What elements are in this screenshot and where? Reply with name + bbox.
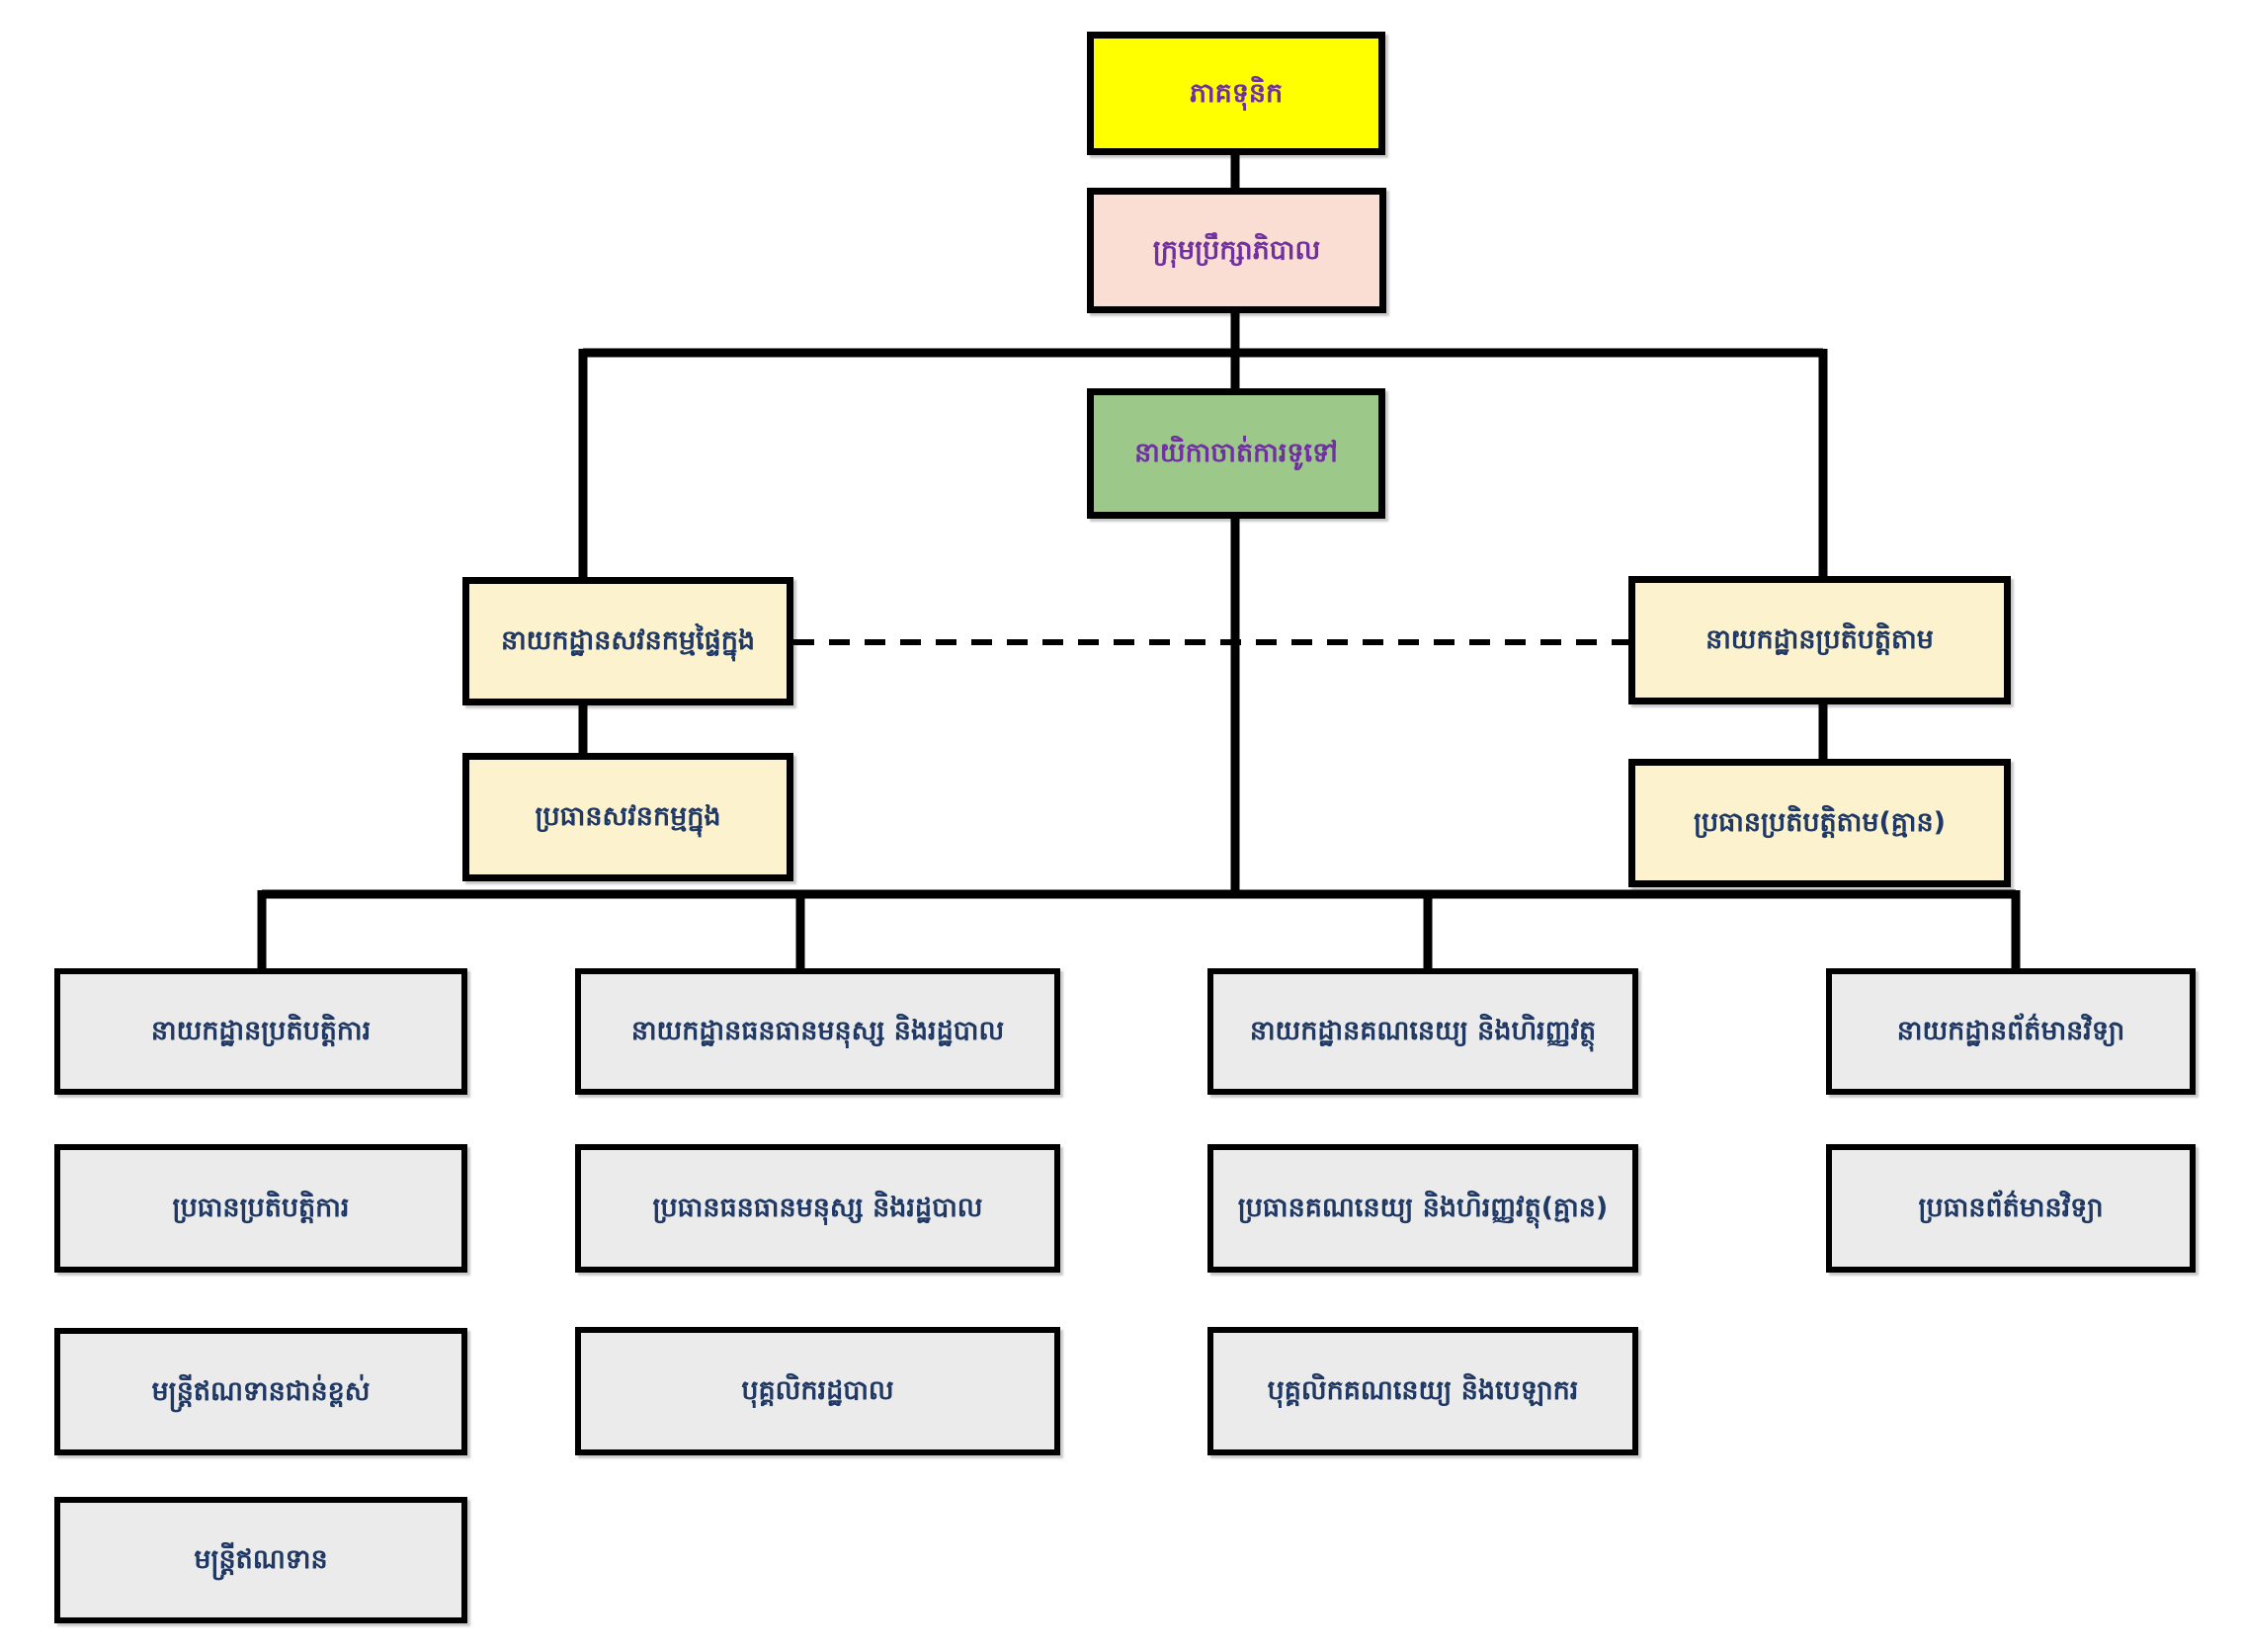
node-operations-dept: នាយកដ្ឋានប្រតិបត្តិការ <box>54 968 467 1095</box>
node-board-label: ក្រុមប្រឹក្សាភិបាល <box>1152 234 1321 266</box>
node-compliance-dept: នាយកដ្ឋានប្រតិបត្តិតាម <box>1628 576 2011 704</box>
node-internal-audit-dept-label: នាយកដ្ឋានសវនកម្មផ្ទៃក្នុង <box>500 625 756 657</box>
node-gm-label: នាយិកាចាត់ការទូទៅ <box>1134 438 1338 469</box>
node-general-manager: នាយិកាចាត់ការទូទៅ <box>1087 388 1385 519</box>
node-shareholders-label: ភាគទុនិក <box>1189 77 1284 109</box>
node-accounting-cashier-staff-label: បុគ្គលិកគណនេយ្យ និងបេឡាករ <box>1267 1375 1579 1407</box>
node-senior-credit-officer: មន្ត្រីឥណទានជាន់ខ្ពស់ <box>54 1328 467 1455</box>
node-senior-credit-officer-label: មន្ត្រីឥណទានជាន់ខ្ពស់ <box>151 1375 371 1407</box>
node-hr-admin-head-label: ប្រធានធនធានមនុស្ស និងរដ្ឋបាល <box>652 1193 983 1224</box>
node-shareholders: ភាគទុនិក <box>1087 32 1385 155</box>
node-compliance-head-label: ប្រធានប្រតិបត្តិតាម(គ្មាន) <box>1694 807 1946 839</box>
node-accounting-finance-dept: នាយកដ្ឋានគណនេយ្យ និងហិរញ្ញវត្ថុ <box>1207 968 1638 1095</box>
node-accounting-finance-head: ប្រធានគណនេយ្យ និងហិរញ្ញវត្ថុ(គ្មាន) <box>1207 1144 1638 1273</box>
node-hr-admin-dept: នាយកដ្ឋានធនធានមនុស្ស និងរដ្ឋបាល <box>575 968 1060 1095</box>
node-operations-head-label: ប្រធានប្រតិបត្តិការ <box>172 1193 350 1224</box>
node-credit-officer: មន្ត្រីឥណទាន <box>54 1497 467 1623</box>
node-accounting-finance-head-label: ប្រធានគណនេយ្យ និងហិរញ្ញវត្ថុ(គ្មាន) <box>1237 1193 1609 1224</box>
node-board-of-directors: ក្រុមប្រឹក្សាភិបាល <box>1087 188 1386 313</box>
node-admin-staff: បុគ្គលិករដ្ឋបាល <box>575 1327 1060 1455</box>
node-it-head-label: ប្រធានព័ត៌មានវិទ្យា <box>1918 1193 2104 1224</box>
node-internal-audit-head: ប្រធានសវនកម្មក្នុង <box>462 753 793 881</box>
node-hr-admin-dept-label: នាយកដ្ឋានធនធានមនុស្ស និងរដ្ឋបាល <box>630 1016 1005 1047</box>
node-internal-audit-head-label: ប្រធានសវនកម្មក្នុង <box>535 801 721 833</box>
node-it-dept-label: នាយកដ្ឋានព័ត៌មានវិទ្យា <box>1896 1016 2125 1047</box>
node-compliance-head: ប្រធានប្រតិបត្តិតាម(គ្មាន) <box>1628 759 2011 887</box>
node-operations-head: ប្រធានប្រតិបត្តិការ <box>54 1144 467 1273</box>
node-it-head: ប្រធានព័ត៌មានវិទ្យា <box>1826 1144 2196 1273</box>
node-it-dept: នាយកដ្ឋានព័ត៌មានវិទ្យា <box>1826 968 2196 1095</box>
node-credit-officer-label: មន្ត្រីឥណទាន <box>194 1544 328 1576</box>
node-accounting-cashier-staff: បុគ្គលិកគណនេយ្យ និងបេឡាករ <box>1207 1327 1638 1455</box>
node-hr-admin-head: ប្រធានធនធានមនុស្ស និងរដ្ឋបាល <box>575 1144 1060 1273</box>
node-accounting-finance-dept-label: នាយកដ្ឋានគណនេយ្យ និងហិរញ្ញវត្ថុ <box>1249 1016 1597 1047</box>
node-compliance-dept-label: នាយកដ្ឋានប្រតិបត្តិតាម <box>1705 624 1934 656</box>
node-operations-dept-label: នាយកដ្ឋានប្រតិបត្តិការ <box>150 1016 372 1047</box>
node-internal-audit-dept: នាយកដ្ឋានសវនកម្មផ្ទៃក្នុង <box>462 577 793 705</box>
node-admin-staff-label: បុគ្គលិករដ្ឋបាល <box>741 1375 894 1407</box>
